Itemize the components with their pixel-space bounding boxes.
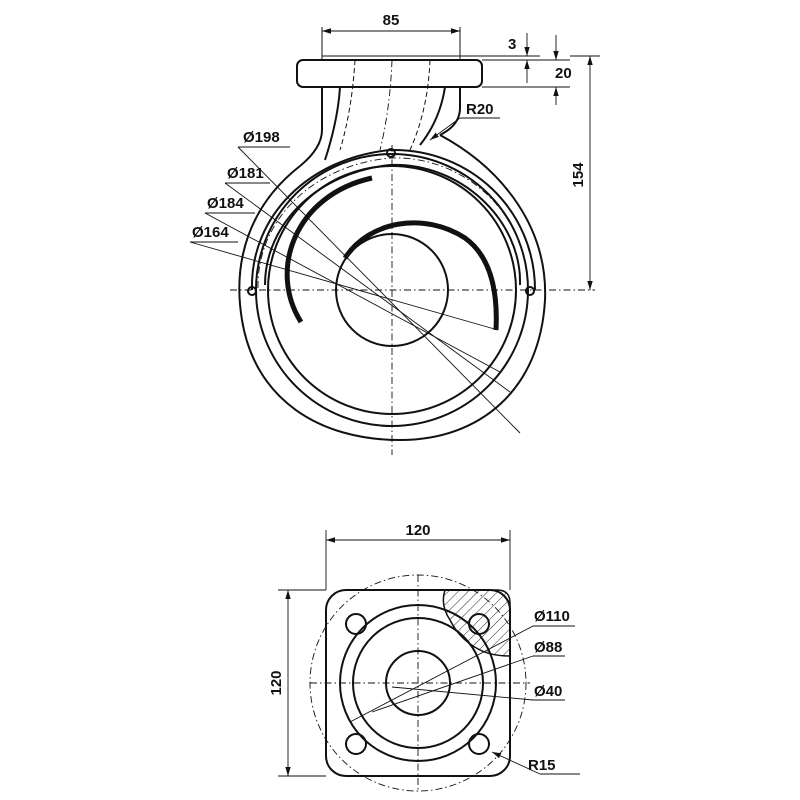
hole-top <box>386 148 396 158</box>
dim-diam-164-label: Ø164 <box>192 224 229 241</box>
outlet-channel-right <box>419 86 446 146</box>
dim-base-width-label: 120 <box>405 522 430 539</box>
dim-base-corner-radius-label: R15 <box>528 757 556 774</box>
dim-base-diam-110-label: Ø110 <box>534 608 570 625</box>
hatched-section <box>442 589 511 657</box>
hole-right <box>525 286 535 296</box>
dim-diam-198-label: Ø198 <box>243 129 280 146</box>
dim-fillet-radius: R20 <box>429 101 500 141</box>
dim-base-height-label: 120 <box>268 670 285 695</box>
dim-base-diam-40-label: Ø40 <box>534 683 562 700</box>
dim-flange-gap-label: 3 <box>508 36 516 53</box>
outlet-hidden-3 <box>379 59 393 151</box>
dim-flange-gap: 3 <box>460 33 570 83</box>
outlet-hidden-1 <box>339 59 356 151</box>
bolt-hole-top-right <box>468 613 490 635</box>
bolt-hole-bottom-left <box>345 733 367 755</box>
base-circle-88 <box>352 617 484 749</box>
dim-diam-184-label: Ø184 <box>207 195 244 212</box>
dim-flange-width-label: 85 <box>383 12 400 29</box>
hole-left <box>247 286 257 296</box>
base-view: 120 120 Ø110 Ø88 Ø40 R15 <box>268 522 580 792</box>
volute-passage-inner <box>264 163 522 286</box>
housing-outer-contour <box>238 134 547 442</box>
volute-housing-view: 85 3 20 154 R20 Ø198 <box>189 12 600 455</box>
base-diameter-leaders <box>349 625 580 775</box>
dim-fillet-radius-label: R20 <box>466 101 494 118</box>
section-arc-left <box>284 175 373 324</box>
dim-flange-thickness: 20 <box>482 35 572 105</box>
bolt-hole-bottom-right <box>468 733 490 755</box>
dim-flange-thickness-label: 20 <box>555 65 572 82</box>
dim-base-diam-88-label: Ø88 <box>534 639 562 656</box>
dim-base-height: 120 <box>268 589 326 777</box>
bolt-hole-top-left <box>345 613 367 635</box>
dim-base-width: 120 <box>325 522 511 590</box>
outlet-neck-right <box>439 87 461 136</box>
outlet-channel-left <box>324 86 341 161</box>
outlet-neck-left <box>299 87 323 167</box>
dim-diam-181-label: Ø181 <box>227 165 264 182</box>
section-arc-right <box>342 220 499 331</box>
dim-center-height-label: 154 <box>570 162 587 188</box>
outlet-hidden-2 <box>409 59 431 151</box>
diameter-leaders <box>189 146 521 434</box>
dim-flange-width: 85 <box>322 12 460 34</box>
dim-center-height: 154 <box>570 55 600 290</box>
outlet-flange <box>296 59 483 88</box>
